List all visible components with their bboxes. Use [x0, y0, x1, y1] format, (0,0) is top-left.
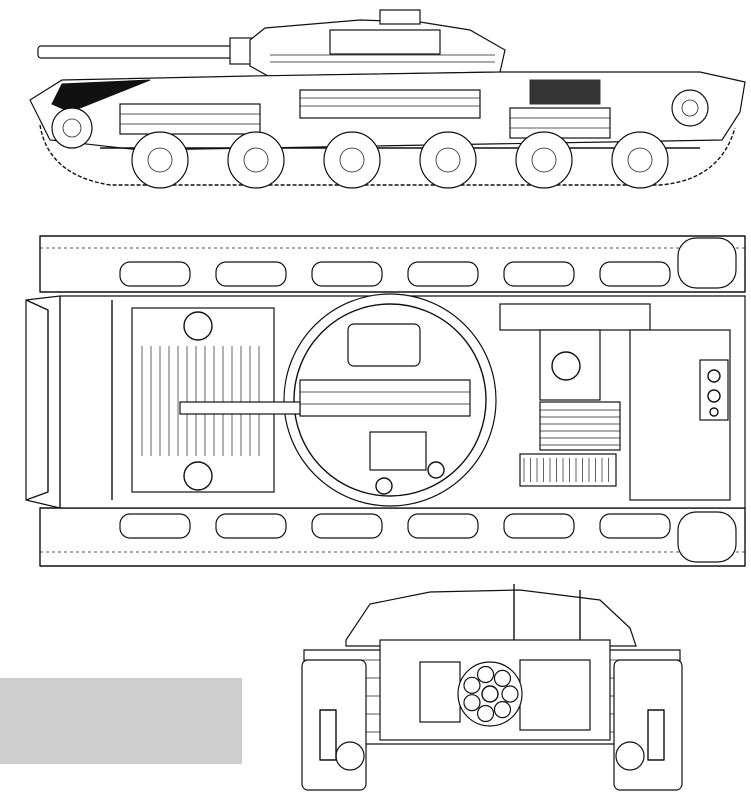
road-wheel: [515, 131, 573, 189]
road-wheel-hub: [147, 147, 173, 173]
side-elevation-view: [29, 9, 746, 189]
carousel-round: [493, 701, 512, 719]
plan-road-wheel: [407, 261, 479, 287]
carousel-round: [476, 665, 495, 684]
front-idler: [51, 107, 93, 149]
plan-section-view: [25, 235, 746, 567]
road-wheel: [419, 131, 477, 189]
rear-turret: [345, 584, 637, 647]
hull: [29, 71, 746, 151]
ammo-carousel: [457, 661, 523, 727]
plan-road-wheel: [311, 513, 383, 539]
road-wheel: [323, 131, 381, 189]
road-wheel-hub: [531, 147, 557, 173]
road-wheel-hub: [435, 147, 461, 173]
plan-road-wheel: [119, 261, 191, 287]
road-wheels: [131, 131, 669, 189]
plan-road-wheel: [407, 513, 479, 539]
carousel-round: [501, 685, 519, 703]
turret: [249, 9, 506, 77]
plan-road-wheel: [503, 261, 575, 287]
rear-right-track: [613, 659, 683, 791]
road-wheel-hub: [339, 147, 365, 173]
carousel-round: [463, 676, 481, 694]
plan-road-wheel: [215, 261, 287, 287]
road-wheel: [611, 131, 669, 189]
hull-internal-lines: [120, 97, 610, 129]
plan-road-wheel: [119, 513, 191, 539]
road-wheel: [227, 131, 285, 189]
plan-road-wheel: [599, 261, 671, 287]
plan-road-wheel: [503, 513, 575, 539]
plan-road-wheel: [311, 261, 383, 287]
road-wheel-hub: [243, 147, 269, 173]
plan-road-wheel: [599, 513, 671, 539]
turret-ring: [283, 293, 497, 507]
plan-gun: [179, 401, 301, 415]
plan-road-wheels: [119, 261, 671, 539]
road-wheel: [131, 131, 189, 189]
rear-left-track: [301, 659, 367, 791]
carousel-round: [493, 669, 512, 687]
road-wheel-hub: [627, 147, 653, 173]
front-compartment: [131, 307, 275, 493]
carousel-round: [463, 694, 481, 712]
carousel-round: [476, 704, 495, 723]
upper-track: [39, 235, 746, 293]
plan-road-wheel: [215, 513, 287, 539]
carousel-center: [481, 685, 499, 703]
rear-sprockets: [677, 237, 737, 563]
engine-compartment: [499, 303, 731, 501]
track: [39, 124, 736, 186]
scan-grey-patch: [0, 678, 242, 764]
